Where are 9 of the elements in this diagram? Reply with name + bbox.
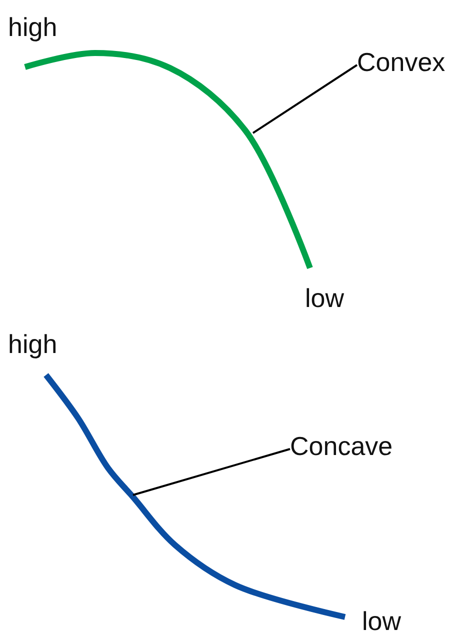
axis-end-label: high — [8, 12, 58, 42]
curve-label: Concave — [290, 431, 393, 461]
axis-end-label: low — [362, 606, 402, 635]
curve-line — [24, 50, 313, 270]
leader-line — [132, 448, 290, 496]
axis-end-label: high — [8, 329, 58, 359]
curve-label: Convex — [357, 47, 446, 77]
axis-end-label: low — [305, 283, 344, 313]
leader-line — [252, 64, 358, 134]
